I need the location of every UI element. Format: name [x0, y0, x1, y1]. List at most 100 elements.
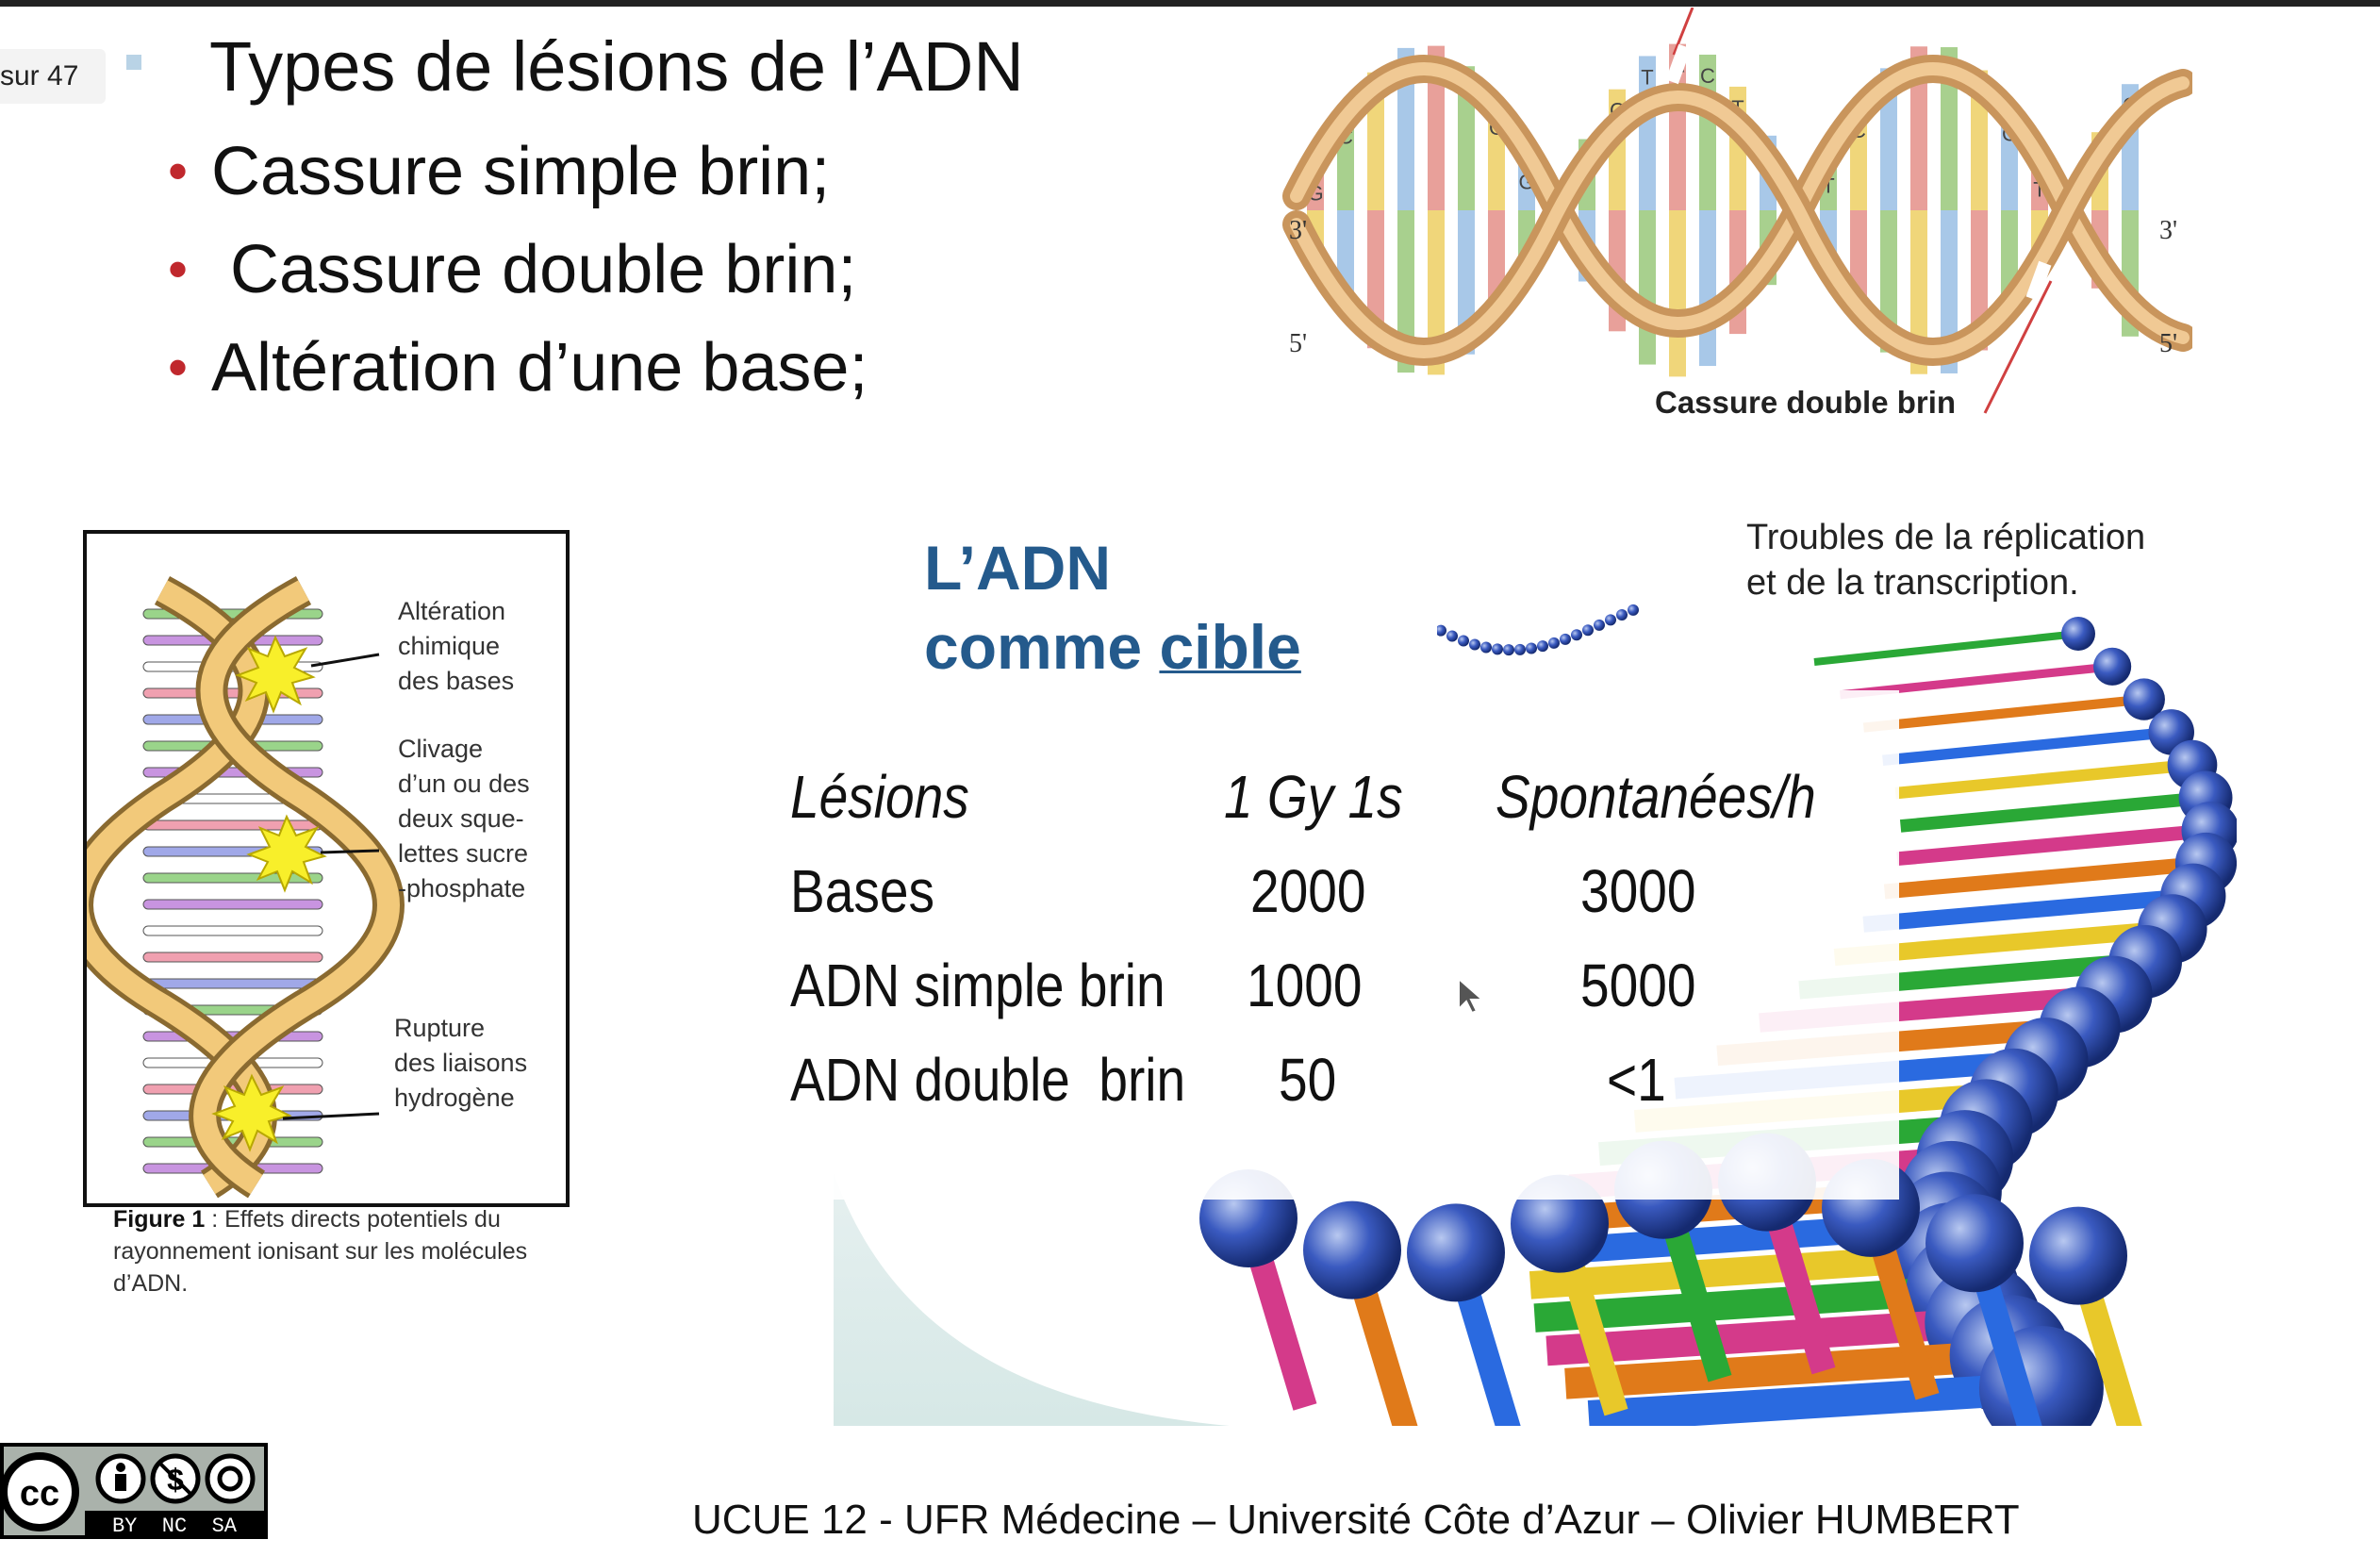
sa-icon: [205, 1453, 256, 1504]
damage-burst-icon: [235, 635, 316, 714]
base-pair-rung: [1699, 210, 1716, 367]
base-pair-rung: [1639, 210, 1656, 365]
strand-end-label: 5': [2159, 329, 2177, 358]
atom-ball: [1446, 630, 1458, 642]
dna-damage-diagram: [87, 576, 405, 1199]
table-cell: <1: [1607, 1046, 1666, 1114]
table-header-cell: Spontanées/h: [1496, 763, 1816, 831]
mouse-pointer-icon: [1458, 977, 1485, 1015]
target-panel-title: L’ADN comme cible: [924, 533, 1301, 682]
base-pair-rung: [1910, 210, 1927, 374]
atom-ball: [1435, 624, 1446, 637]
table-header-cell: Lésions: [790, 763, 969, 831]
cc-icon: [0, 1452, 79, 1531]
top-border: [0, 0, 2380, 7]
atom-ball: [1582, 624, 1594, 637]
strand-end-label: 3': [1289, 216, 1307, 245]
bullet-item: • Cassure double brin;: [164, 221, 868, 319]
table-cell: 5000: [1580, 952, 1696, 1019]
base-pair-rung: [142, 819, 323, 831]
bullet-dot-icon: •: [168, 238, 189, 301]
bullet-list: •Cassure simple brin; • Cassure double b…: [164, 123, 868, 417]
troubles-note: Troubles de la réplication et de la tran…: [1746, 518, 2146, 603]
atom-ball: [1480, 641, 1492, 654]
base-pair-rung: [142, 872, 323, 884]
strand-end-label: 5': [1289, 329, 1307, 358]
helix-caption: Cassure double brin: [1655, 385, 1957, 420]
table-cell: Bases: [790, 857, 934, 925]
atom-ball: [1571, 629, 1582, 641]
atom-ball: [1303, 1200, 1401, 1299]
table-cell: 1000: [1247, 952, 1363, 1019]
table-cell: ADN double brin: [790, 1046, 1186, 1114]
slide-title: Types de lésions de l’ADN: [209, 27, 1024, 106]
svg-text:cc: cc: [20, 1474, 59, 1514]
base-pair-rung: [142, 899, 323, 910]
base-letter: C: [1700, 64, 1715, 88]
table-cell: 2000: [1250, 857, 1366, 925]
bond-stick: [1813, 630, 2079, 666]
bullet-text: Cassure double brin;: [211, 232, 857, 307]
bond-stick: [1882, 726, 2173, 767]
bullet-text: Altération d’une base;: [211, 330, 868, 406]
atom-ball: [1628, 604, 1639, 616]
bullet-item: •Cassure simple brin;: [164, 123, 868, 221]
base-pair-rung: [1397, 210, 1414, 373]
bond-stick: [1899, 791, 2206, 833]
base-pair-rung: [142, 952, 323, 963]
page-counter: sur 47: [0, 49, 106, 104]
atom-ball: [1925, 1194, 2024, 1293]
bullet-text: Cassure simple brin;: [211, 134, 831, 209]
license-text: BY NC SA: [112, 1515, 238, 1538]
atom-ball: [1458, 635, 1469, 647]
break-pointer-bottom: [1983, 280, 2053, 414]
bullet-dot-icon: •: [168, 336, 189, 399]
atom-ball: [1560, 633, 1571, 645]
bond-stick: [1896, 823, 2211, 867]
lesion-table: Lésions 1 Gy 1s Spontanées/h Bases 2000 …: [790, 754, 1903, 1150]
atom-ball: [1526, 642, 1537, 654]
break-pointer-top: [1672, 8, 1694, 56]
base-pair-rung: [1941, 210, 1958, 373]
base-pair-rung: [142, 978, 323, 989]
bullet-item: • Altération d’une base;: [164, 319, 868, 417]
table-cell: 3000: [1580, 857, 1696, 925]
dna-helix-illustration: GCTAGCCGGCTACTATCAGCGCTGC 3' 5' 3' 5': [1282, 8, 2192, 414]
atom-ball: [2093, 647, 2132, 686]
table-cell: 50: [1279, 1046, 1337, 1114]
atom-ball: [1514, 643, 1526, 655]
figure-1-caption: Figure 1 : Effets directs potentiels du …: [113, 1206, 528, 1297]
atom-ball: [1492, 643, 1503, 655]
base-pair-rung: [1428, 45, 1445, 211]
base-pair-rung: [1397, 47, 1414, 210]
atom-ball: [1469, 638, 1480, 651]
bond-stick: [1894, 758, 2193, 800]
base-pair-rungs: GCTAGCCGGCTACTATCAGCGCTGC: [1307, 43, 2139, 377]
bond-stick: [1883, 855, 2207, 900]
base-pair-rung: [1910, 46, 1927, 211]
atom-ball: [2061, 617, 2095, 651]
atom-ball: [1537, 640, 1548, 653]
strand-end-label: 3': [2159, 216, 2177, 245]
atom-ball: [1616, 609, 1628, 621]
atom-ball: [1605, 614, 1616, 626]
bond-stick: [1587, 1372, 2042, 1426]
base-pair-rung: [1941, 47, 1958, 211]
bond-stick: [1564, 1339, 2011, 1399]
atom-ball: [2123, 678, 2165, 720]
atom-ball: [1503, 644, 1514, 656]
table-header-cell: 1 Gy 1s: [1224, 763, 1403, 831]
bond-stick: [1839, 662, 2113, 700]
base-letter: T: [1641, 65, 1653, 89]
bond-stick: [1862, 694, 2145, 733]
base-pair-rung: [1669, 210, 1686, 377]
damage-burst-icon: [246, 814, 327, 893]
bond-stick: [1862, 887, 2194, 933]
base-pair-rung: [142, 925, 323, 936]
slide-footer: UCUE 12 - UFR Médecine – Université Côte…: [692, 1497, 2020, 1543]
title-square-bullet: [126, 55, 141, 70]
